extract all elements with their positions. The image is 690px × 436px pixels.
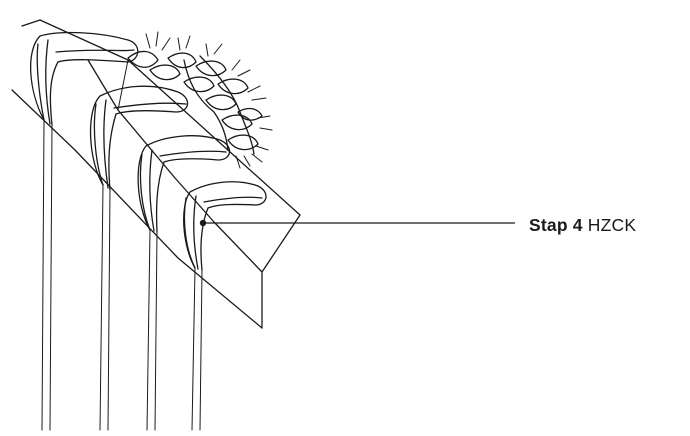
step-callout-label: Stap 4 HZCK — [529, 215, 636, 236]
step-label: Stap 4 — [529, 215, 583, 235]
knot-loops — [31, 33, 266, 270]
warp-threads — [42, 120, 202, 430]
step-code: HZCK — [588, 215, 636, 235]
callout-connector — [200, 220, 515, 226]
